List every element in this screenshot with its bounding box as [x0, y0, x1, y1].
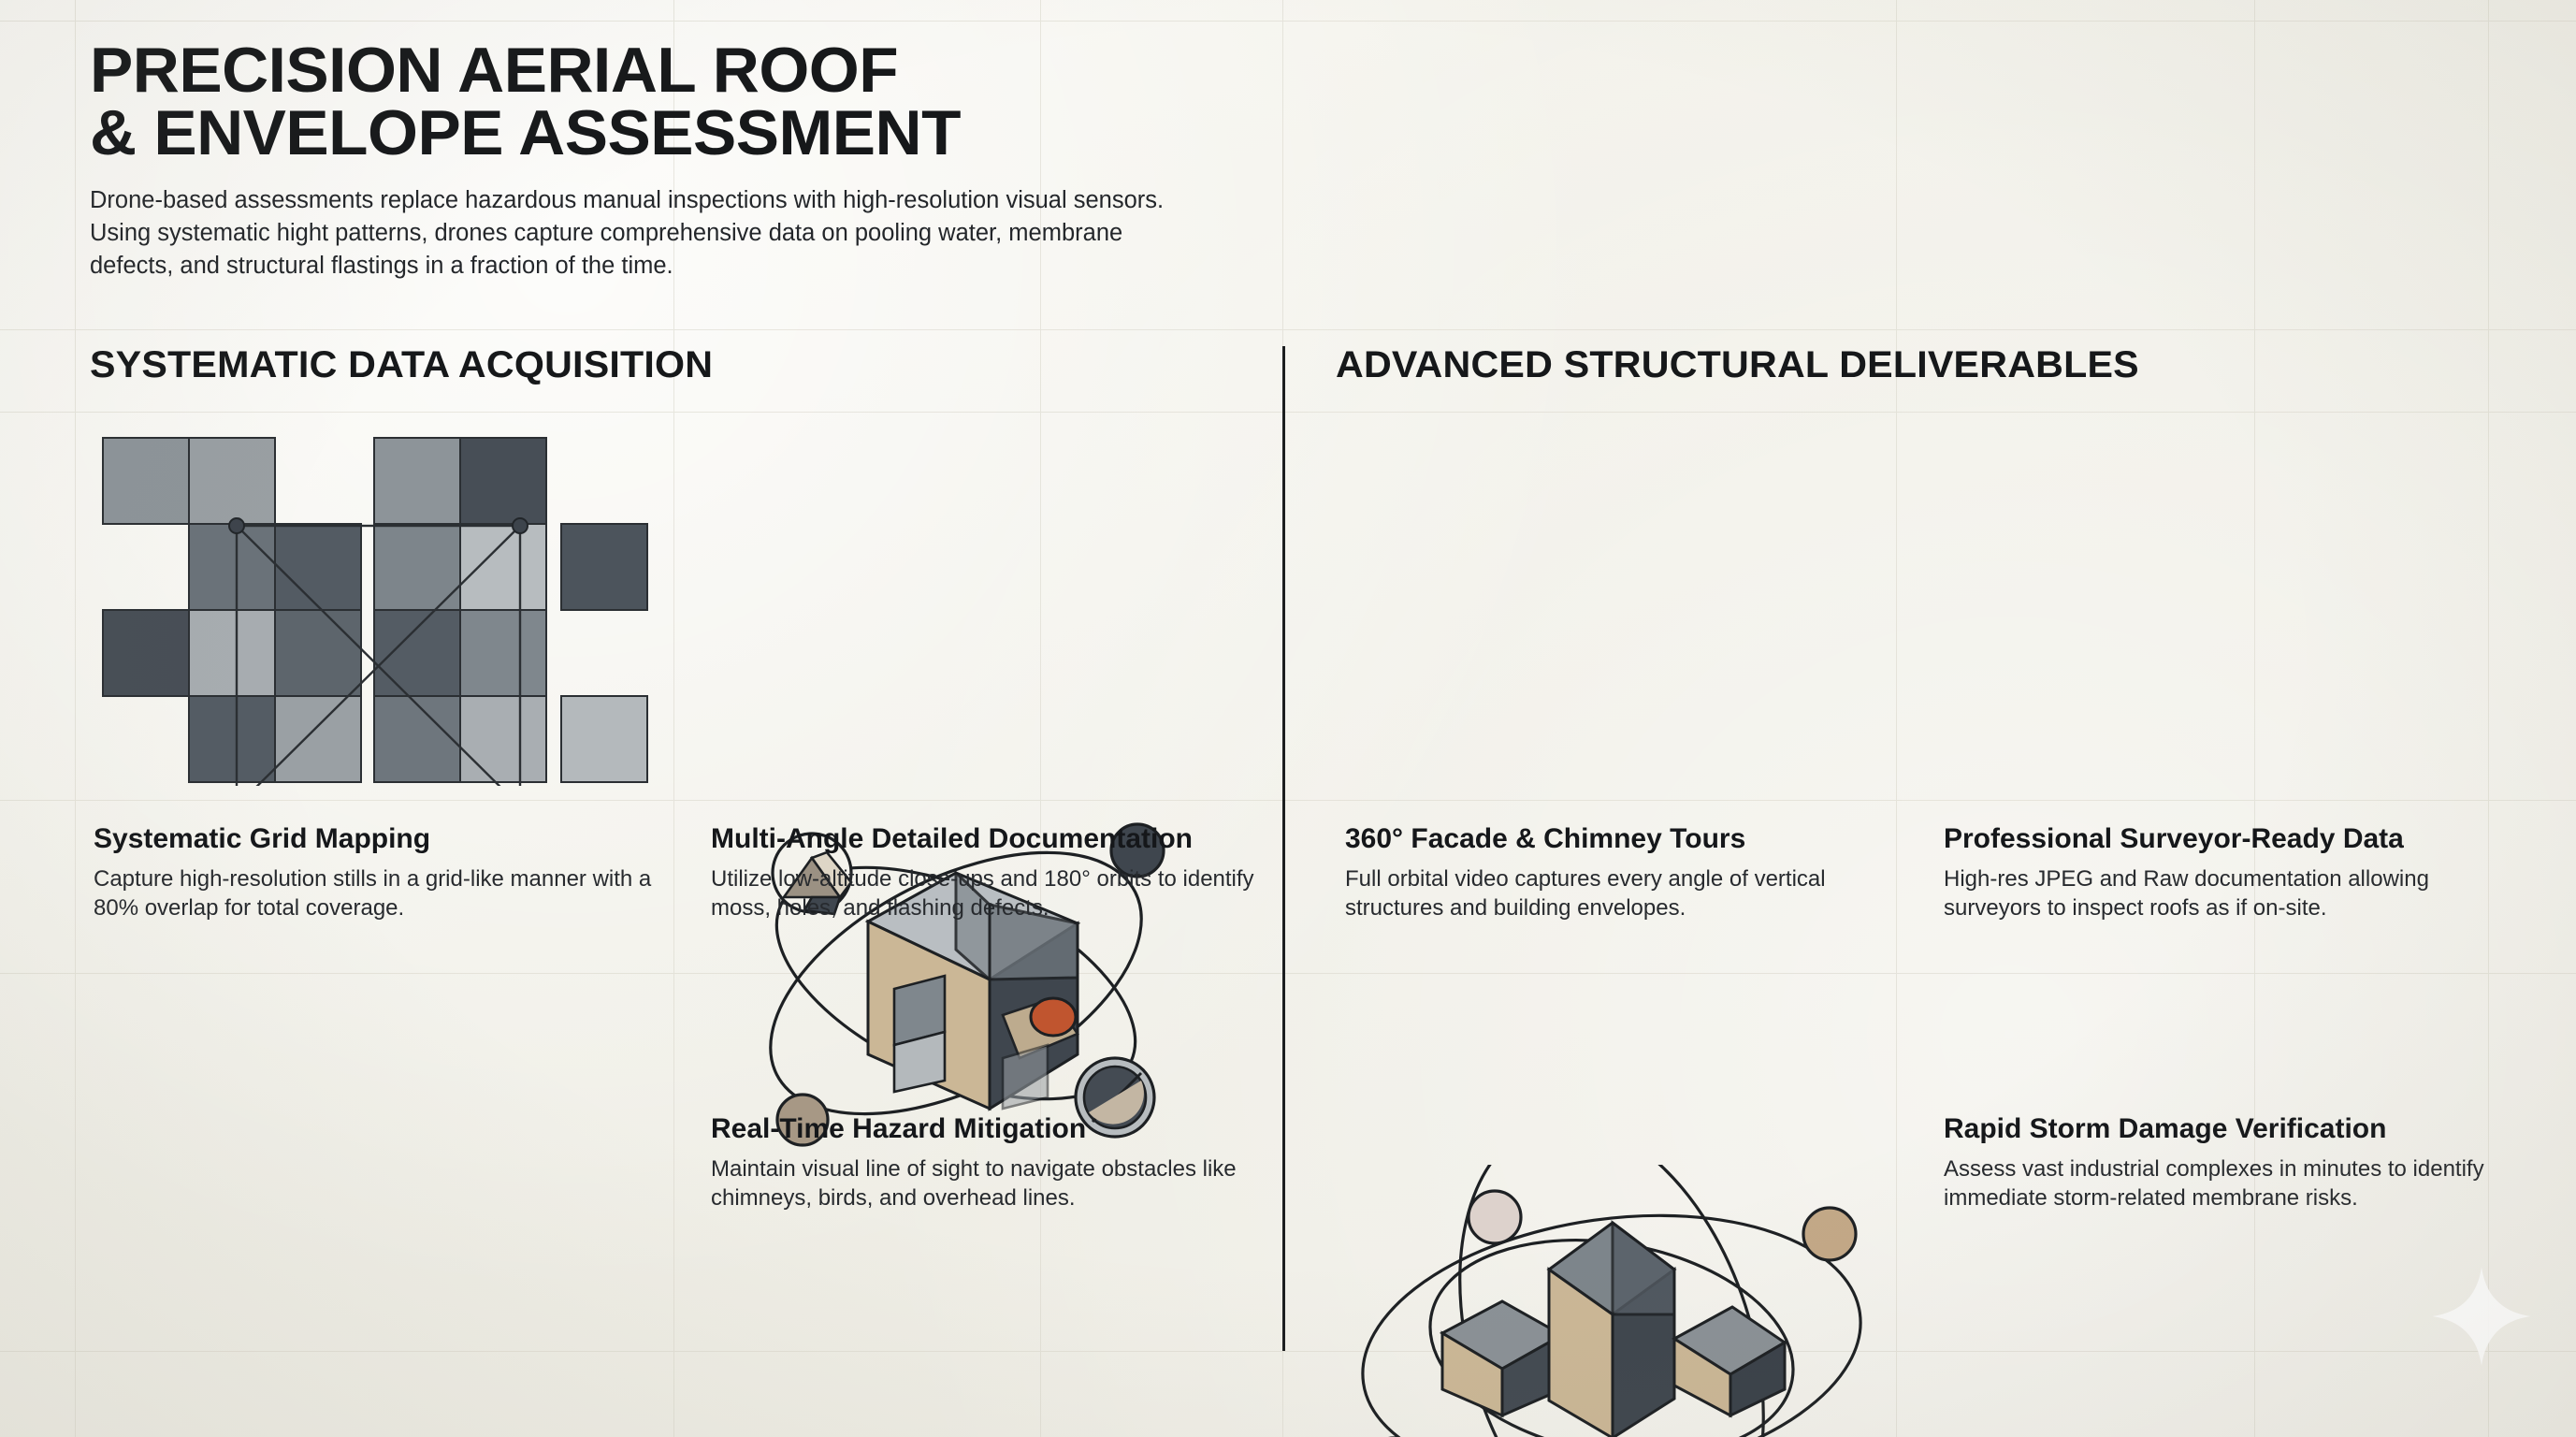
card-title: Professional Surveyor-Ready Data	[1944, 823, 2404, 854]
card-title: 360° Facade & Chimney Tours	[1345, 823, 1746, 854]
card-description: Utilize low-altitude close-ups and 180° …	[711, 865, 1254, 922]
column-divider	[1282, 346, 1285, 1351]
orbiting-cube-illustration	[711, 800, 1197, 1165]
card-title: Systematic Grid Mapping	[94, 823, 431, 854]
card-hazard-mitigation: Real-Time Hazard Mitigation Maintain vis…	[711, 1113, 1272, 1213]
section-heading-right: ADVANCED STRUCTURAL DELIVERABLES	[1336, 344, 2139, 385]
card-description: Full orbital video captures every angle …	[1345, 865, 1826, 922]
card-title: Rapid Storm Damage Verification	[1944, 1113, 2387, 1144]
card-storm-verification: Rapid Storm Damage Verification Assess v…	[1944, 1113, 2514, 1213]
poster-header: PRECISION AERIAL ROOF & ENVELOPE ASSESSM…	[90, 38, 1324, 282]
card-multi-angle: Multi-Angle Detailed Documentation Utili…	[711, 823, 1281, 923]
card-360-tours: 360° Facade & Chimney Tours Full orbital…	[1345, 823, 1888, 923]
card-title: Multi-Angle Detailed Documentation	[711, 823, 1194, 854]
grid-mapping-illustration	[94, 412, 673, 786]
card-description: High-res JPEG and Raw documentation allo…	[1944, 865, 2429, 922]
orbital-buildings-illustration	[1345, 1165, 1878, 1437]
sparkle-icon	[2432, 1267, 2531, 1366]
card-description: Maintain visual line of sight to navigat…	[711, 1155, 1237, 1212]
card-description: Capture high-resolution stills in a grid…	[94, 865, 652, 922]
card-grid-mapping: Systematic Grid Mapping Capture high-res…	[94, 823, 655, 923]
card-surveyor-data: Professional Surveyor-Ready Data High-re…	[1944, 823, 2505, 923]
card-title: Real-Time Hazard Mitigation	[711, 1113, 1087, 1144]
card-description: Assess vast industrial complexes in minu…	[1944, 1155, 2484, 1212]
section-heading-left: SYSTEMATIC DATA ACQUISITION	[90, 344, 714, 385]
page-subtitle: Drone-based assessments replace hazardou…	[90, 187, 1165, 279]
page-title: PRECISION AERIAL ROOF & ENVELOPE ASSESSM…	[90, 35, 961, 168]
